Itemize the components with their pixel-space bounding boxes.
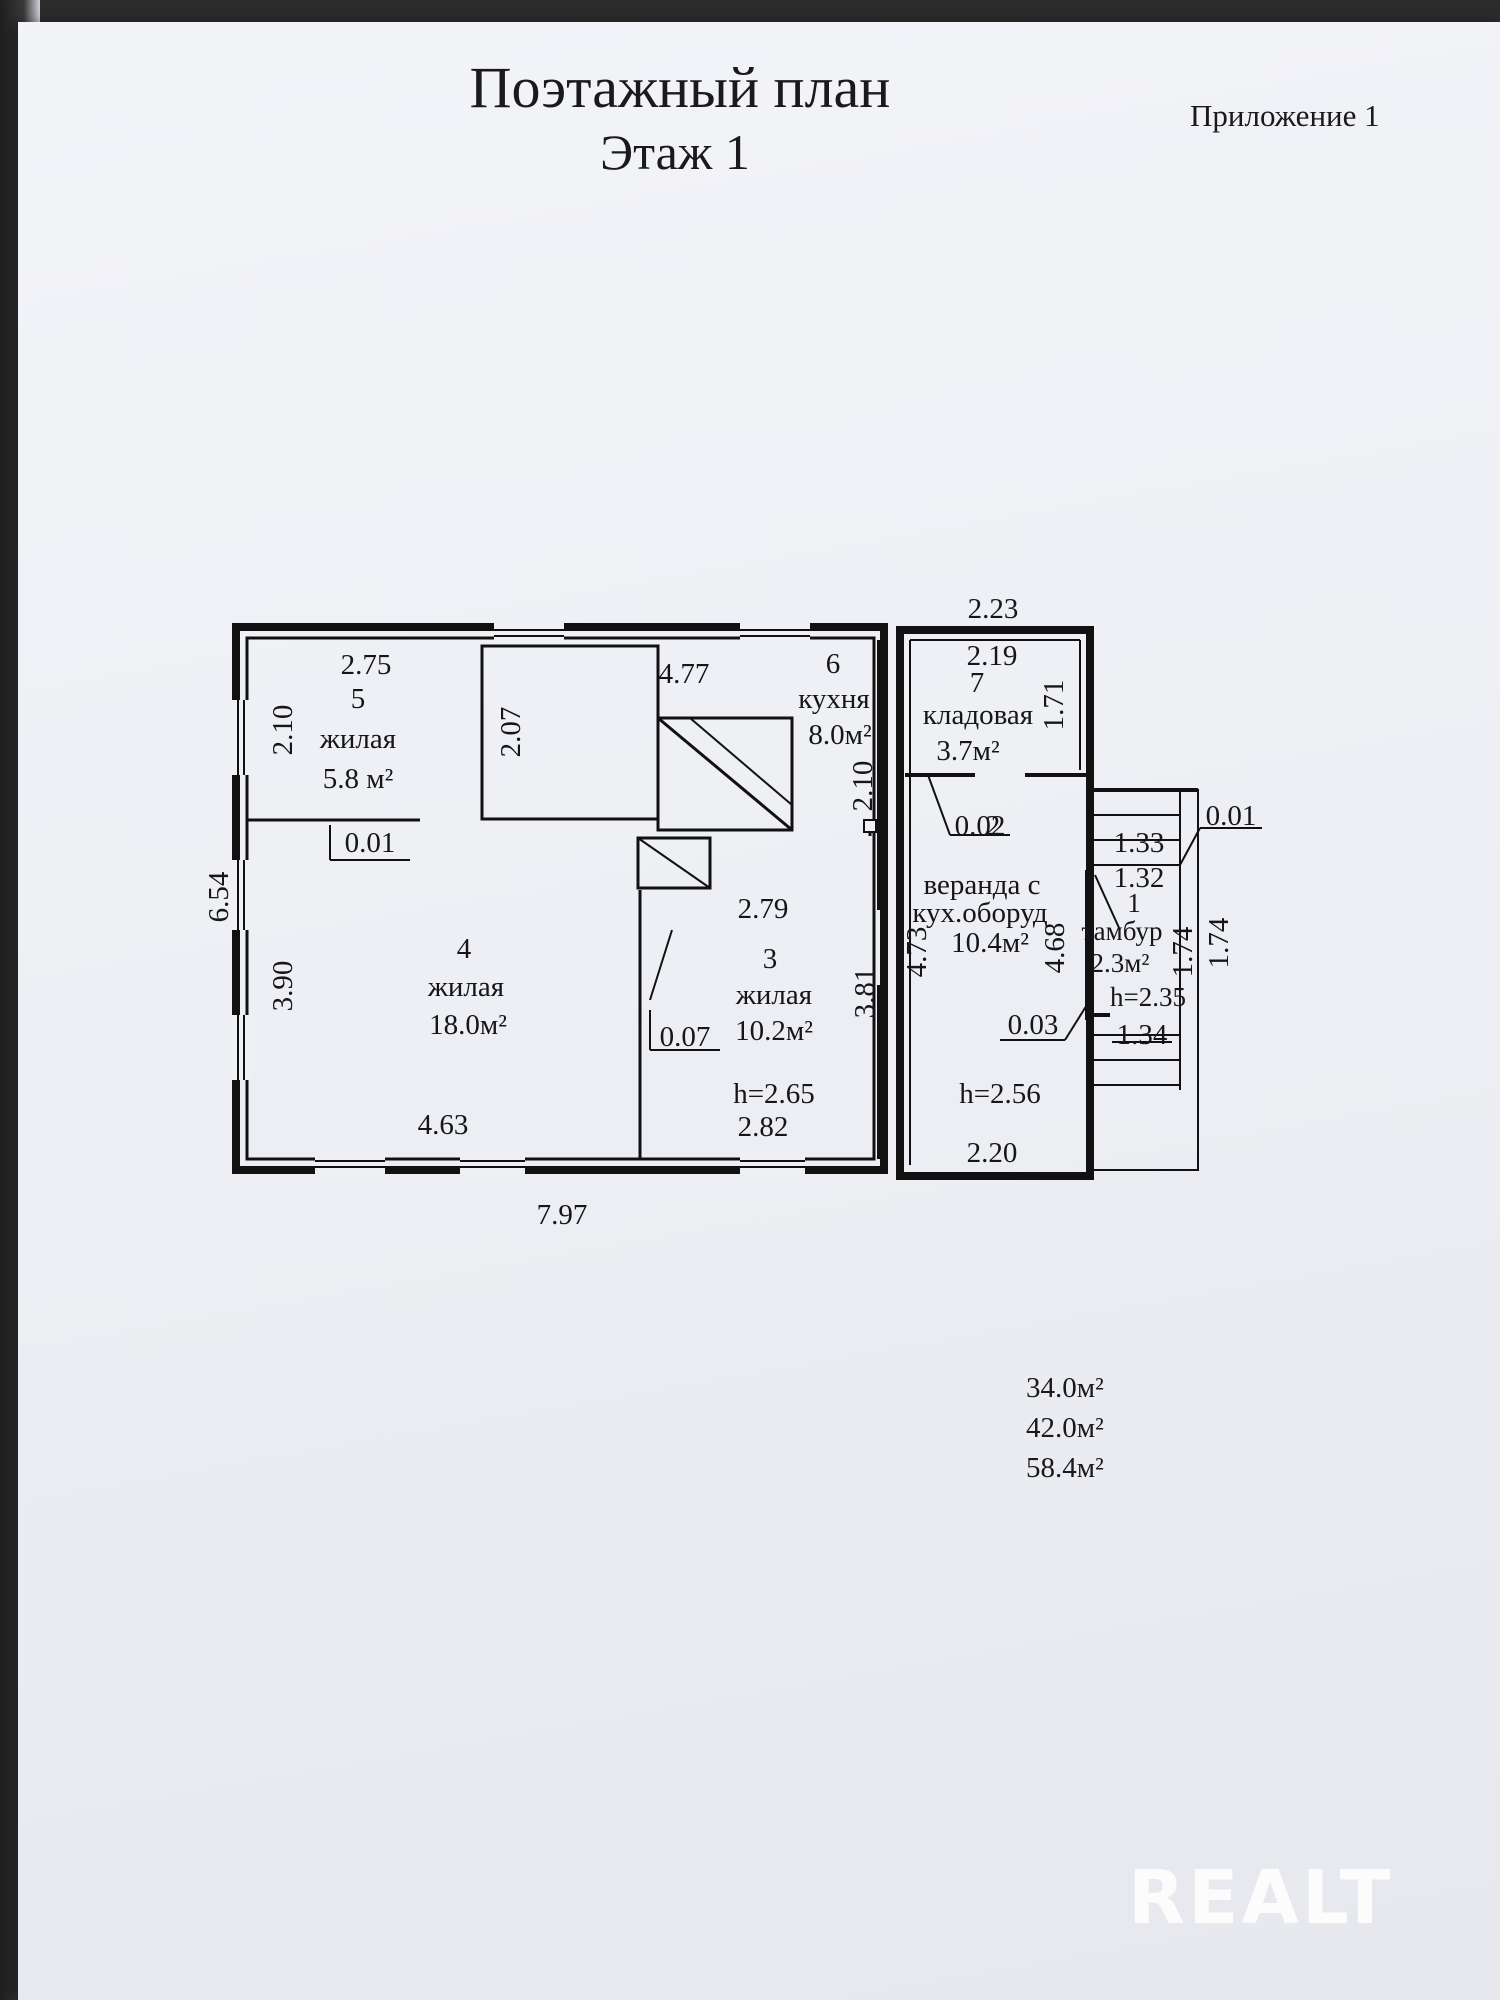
height-label: h=2.35 bbox=[1110, 982, 1186, 1012]
dim-label: 4.77 bbox=[659, 658, 710, 690]
dim-label: 0.01 bbox=[345, 827, 396, 859]
room-5-number: 5 bbox=[351, 683, 366, 715]
dim-label: 6.54 bbox=[203, 871, 235, 922]
window bbox=[740, 622, 810, 642]
room-7-area: 3.7м² bbox=[936, 735, 1000, 767]
dim-label: 2.82 bbox=[738, 1111, 789, 1143]
room-2-name-line1: веранда с bbox=[923, 869, 1040, 901]
room-labels: 5 жилая 5.8 м² 6 кухня 8.0м² 7 кладовая … bbox=[319, 648, 1163, 1047]
window bbox=[230, 1015, 252, 1080]
dim-label: 0.03 bbox=[1008, 1009, 1059, 1041]
chimney bbox=[636, 836, 712, 890]
room-3-area: 10.2м² bbox=[735, 1015, 813, 1047]
room-7-number: 7 bbox=[970, 667, 985, 699]
room-7-name: кладовая bbox=[923, 699, 1033, 731]
dim-label: 2.75 bbox=[341, 649, 392, 681]
room-6-number: 6 bbox=[826, 648, 841, 680]
dim-label: 7.97 bbox=[537, 1199, 588, 1231]
room-2-area: 10.4м² bbox=[951, 927, 1029, 959]
dim-label: 4.73 bbox=[901, 927, 933, 978]
dim-label: 2.23 bbox=[968, 593, 1019, 625]
room-4-name: жилая bbox=[427, 971, 504, 1003]
room-1-name: тамбур bbox=[1082, 916, 1163, 946]
dim-label: 3.90 bbox=[267, 961, 299, 1012]
dim-label: 2.10 bbox=[267, 705, 299, 756]
dim-label: 3.81 bbox=[849, 968, 881, 1019]
door-swing bbox=[927, 774, 951, 836]
room-2-number: 2 bbox=[986, 810, 1001, 842]
total-area-living: 34.0м² bbox=[1026, 1372, 1104, 1404]
window bbox=[315, 1153, 385, 1175]
room-4-area: 18.0м² bbox=[429, 1009, 507, 1041]
door-swing bbox=[649, 929, 673, 1001]
dim-label: 1.74 bbox=[1167, 926, 1199, 977]
height-label: h=2.56 bbox=[959, 1078, 1041, 1110]
walls bbox=[230, 622, 1262, 1180]
room-6-name: кухня bbox=[798, 683, 870, 715]
dim-label: 1.71 bbox=[1038, 680, 1070, 731]
dim-label: 1.33 bbox=[1114, 827, 1165, 859]
room-3-number: 3 bbox=[763, 943, 778, 975]
dimension-labels: 2.23 2.19 1.71 2.75 4.77 2.10 2.07 2.10 … bbox=[203, 593, 1256, 1231]
room-5-name: жилая bbox=[319, 723, 396, 755]
window bbox=[740, 1153, 805, 1175]
dim-label: 1.74 bbox=[1203, 917, 1235, 968]
room-1-number: 1 bbox=[1127, 888, 1141, 918]
room-5-area: 5.8 м² bbox=[323, 763, 394, 795]
dim-label: 4.63 bbox=[418, 1109, 469, 1141]
room-6-area: 8.0м² bbox=[808, 719, 872, 751]
window bbox=[494, 622, 564, 642]
dim-label: 2.79 bbox=[738, 893, 789, 925]
dim-label: 0.07 bbox=[660, 1021, 711, 1053]
dim-label: 2.10 bbox=[847, 761, 879, 812]
window bbox=[460, 1153, 525, 1175]
dim-label: 2.19 bbox=[967, 640, 1018, 672]
total-area-all: 58.4м² bbox=[1026, 1452, 1104, 1484]
floor-label: Этаж 1 bbox=[600, 124, 750, 180]
window bbox=[230, 860, 252, 930]
stove bbox=[656, 716, 794, 832]
height-label: h=2.65 bbox=[733, 1078, 815, 1110]
dim-label: 4.68 bbox=[1039, 923, 1071, 974]
dim-label: 0.02 bbox=[955, 810, 1006, 842]
dim-label: 2.20 bbox=[967, 1137, 1018, 1169]
dim-label: 1.32 bbox=[1114, 862, 1165, 894]
appendix-label: Приложение 1 bbox=[1190, 98, 1380, 133]
room-4-number: 4 bbox=[457, 933, 472, 965]
realt-watermark: REALT bbox=[1128, 1855, 1394, 1941]
total-area-general: 42.0м² bbox=[1026, 1412, 1104, 1444]
dim-label: 0.01 bbox=[1206, 800, 1257, 832]
dim-label: 2.07 bbox=[495, 707, 527, 758]
room-1-area: 2.3м² bbox=[1091, 948, 1150, 978]
room-3-name: жилая bbox=[735, 979, 812, 1011]
room-2-name-line2: кух.оборуд bbox=[912, 897, 1047, 929]
window bbox=[230, 700, 252, 775]
document-sheet bbox=[18, 22, 1500, 2000]
plan-title: Поэтажный план bbox=[469, 55, 891, 120]
dim-label: 1.34 bbox=[1117, 1019, 1168, 1051]
